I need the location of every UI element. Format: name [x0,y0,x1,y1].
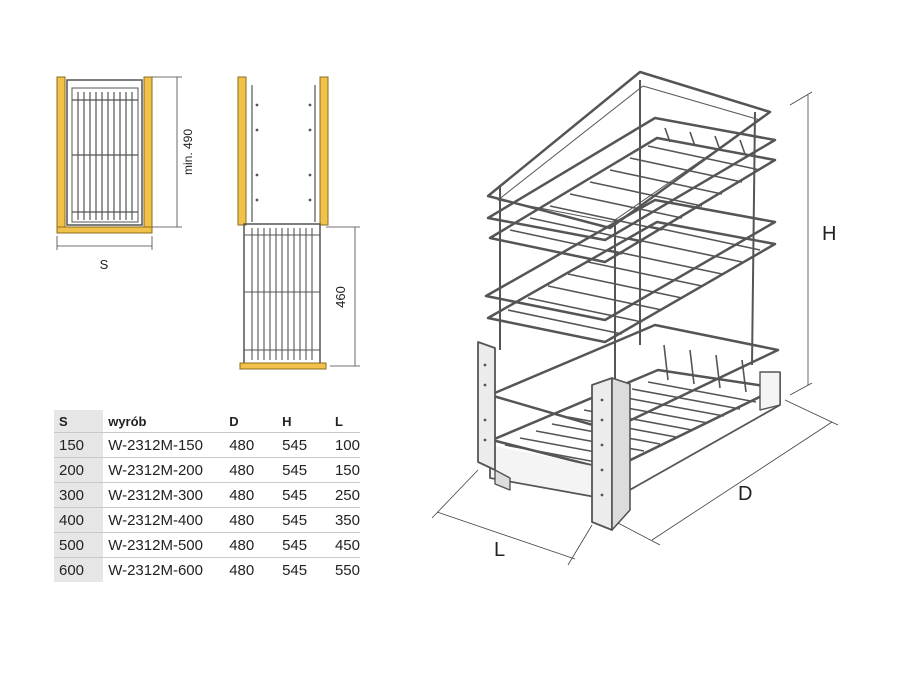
dim-h-label: H [822,223,836,245]
cell-product: W-2312M-600 [103,557,225,582]
basket-top-rail [486,70,772,230]
cell-s: 300 [54,482,104,508]
header-product: wyrób [108,413,147,429]
dim-h-line [789,91,813,396]
cell-d: 480 [224,557,278,582]
dim-460-label: 460 [333,286,348,308]
cell-l: 450 [329,532,360,558]
dim-460-line [326,226,360,367]
front-view-base [56,226,153,234]
cell-d: 480 [224,507,278,533]
dim-d-label: D [738,483,752,505]
cell-d: 480 [224,432,278,458]
front-view-frame [66,79,143,226]
side-view-left-panel [237,76,247,226]
front-view-right-panel [143,76,153,228]
spec-table: S wyrób D H L 150 W-2312M-150 480 545 10… [54,410,360,582]
cell-d: 480 [224,457,278,483]
table-row: 600 W-2312M-600 480 545 550 [54,557,360,582]
cell-product: W-2312M-400 [103,507,225,533]
cell-product: W-2312M-500 [103,532,225,558]
cell-l: 250 [329,482,360,508]
cell-l: 350 [329,507,360,533]
cell-h: 545 [277,432,330,458]
basket-shelf-1 [486,116,777,264]
dim-s-line [56,236,153,250]
header-s: S [54,410,104,433]
front-view: S min. 490 [56,76,195,272]
basket-front-plate-left [477,341,496,471]
dim-min490-label: min. 490 [181,129,195,175]
dim-l-line [431,469,593,566]
cell-product: W-2312M-200 [103,457,225,483]
table-row: 150 W-2312M-150 480 545 100 [54,432,360,458]
cell-l: 550 [329,557,360,582]
header-d: D [229,413,239,429]
cell-product: W-2312M-150 [103,432,225,458]
basket-uprights [499,80,756,395]
side-view-holes [255,103,312,202]
cell-l: 150 [329,457,360,483]
cell-h: 545 [277,557,330,582]
front-view-left-panel [56,76,66,228]
cell-s: 200 [54,457,104,483]
cell-d: 480 [224,532,278,558]
side-view-basket-wires [244,228,320,360]
table-row: 500 W-2312M-500 480 545 450 [54,532,360,558]
dim-s-label: S [100,257,109,272]
header-h: H [282,413,292,429]
cell-s: 150 [54,432,104,458]
cell-d: 480 [224,482,278,508]
side-view-right-panel [319,76,329,226]
basket-shelf-3 [488,323,780,472]
front-view-wires [72,92,138,220]
table-row: 400 W-2312M-400 480 545 350 [54,507,360,533]
isometric-basket [477,70,781,531]
spec-table-header-row: S wyrób D H L [54,410,360,433]
cell-h: 545 [277,532,330,558]
cell-h: 545 [277,457,330,483]
basket-shelf-2 [484,198,777,344]
header-l: L [334,413,343,429]
side-view-base [239,362,327,370]
cell-s: 400 [54,507,104,533]
basket-top-rail-inner [497,85,761,223]
table-row: 200 W-2312M-200 480 545 150 [54,457,360,483]
cell-s: 600 [54,557,104,582]
cell-h: 545 [277,482,330,508]
cell-l: 100 [329,432,360,458]
table-row: 300 W-2312M-300 480 545 250 [54,482,360,508]
dim-d-line [617,399,839,546]
dim-l-label: L [494,539,505,561]
dim-min490-line [152,76,182,228]
cell-product: W-2312M-300 [103,482,225,508]
cell-s: 500 [54,532,104,558]
side-view: 460 [237,76,360,370]
cell-h: 545 [277,507,330,533]
